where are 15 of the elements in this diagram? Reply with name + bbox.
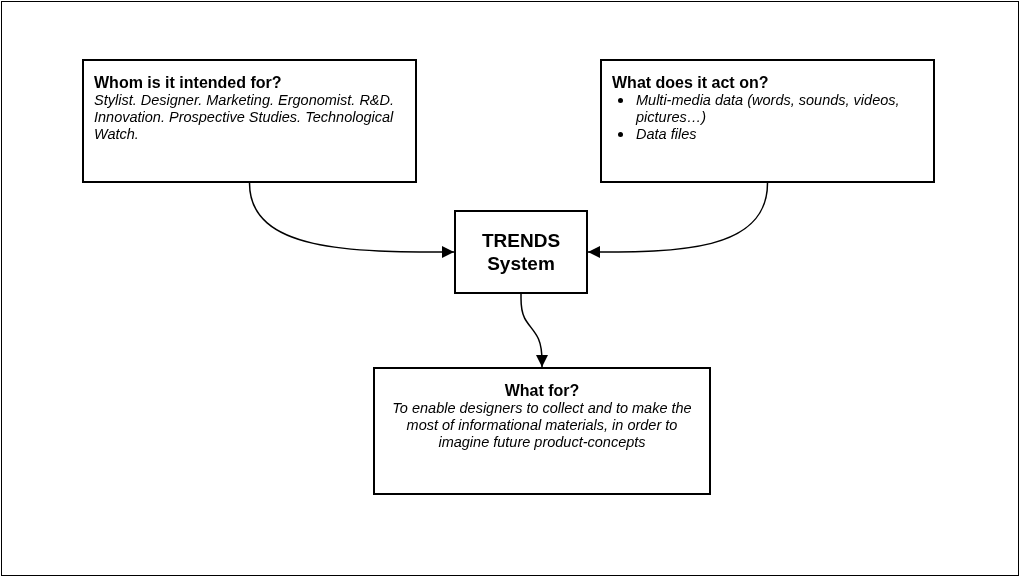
arrow [587, 182, 769, 258]
box-description: Stylist. Designer. Marketing. Ergonomist. R&D. Innovation. Prospective Studies. Technological Watch. [94, 92, 396, 143]
arrow [248, 182, 455, 258]
bullet-text: Data files [636, 126, 697, 143]
box-description: To enable designers to collect and to make the most of informational materials, in order to imagine future product-concepts [391, 400, 693, 451]
system-box [454, 210, 588, 294]
bullet-text: Multi-media data (words, sounds, videos, pictures…) [636, 92, 901, 126]
box-title: What does it act on? [612, 73, 770, 92]
audience-box [82, 59, 417, 183]
box-title: What for? [503, 381, 581, 400]
box-title: Whom is it intended for? [94, 73, 283, 92]
input-box [600, 59, 935, 183]
box-title: TRENDS System [480, 229, 562, 275]
arrow [520, 293, 548, 368]
purpose-box [373, 367, 711, 495]
